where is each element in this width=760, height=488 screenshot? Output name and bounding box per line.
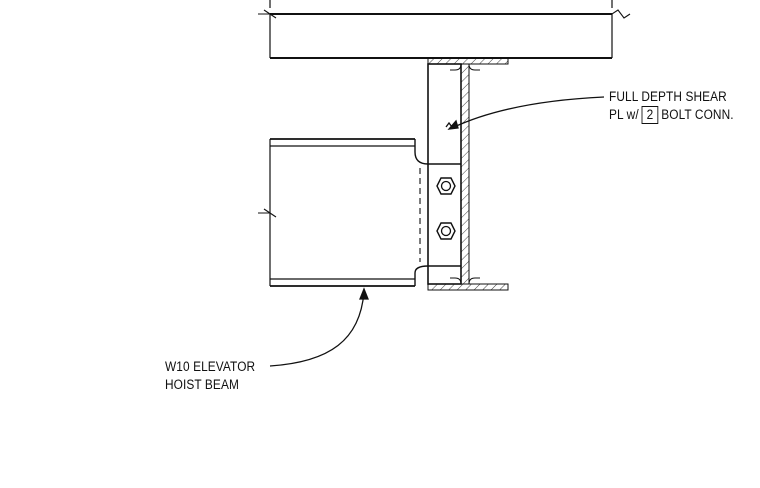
bolt-icon — [436, 177, 456, 195]
shear-plate-label-line1: FULL DEPTH SHEAR — [609, 89, 727, 104]
top-supporting-beam — [269, 0, 613, 59]
leader-arrow-icon — [269, 287, 369, 367]
girder-section — [427, 57, 509, 291]
hoist-beam-label: W10 ELEVATOR HOIST BEAM — [165, 358, 255, 394]
shear-plate-label-prefix: PL w/ — [609, 107, 639, 122]
shear-plate — [427, 63, 462, 285]
break-line-icon — [258, 9, 631, 19]
hoist-beam-label-line2: HOIST BEAM — [165, 377, 239, 392]
hoist-beam — [269, 138, 461, 287]
shear-plate-label-suffix: BOLT CONN. — [661, 107, 734, 122]
leader-arrow-icon — [445, 96, 605, 130]
bolt-icon — [436, 222, 456, 240]
break-line-icon — [258, 208, 277, 218]
hoist-beam-label-line1: W10 ELEVATOR — [165, 359, 256, 374]
bolt-count-box: 2 — [641, 106, 659, 124]
